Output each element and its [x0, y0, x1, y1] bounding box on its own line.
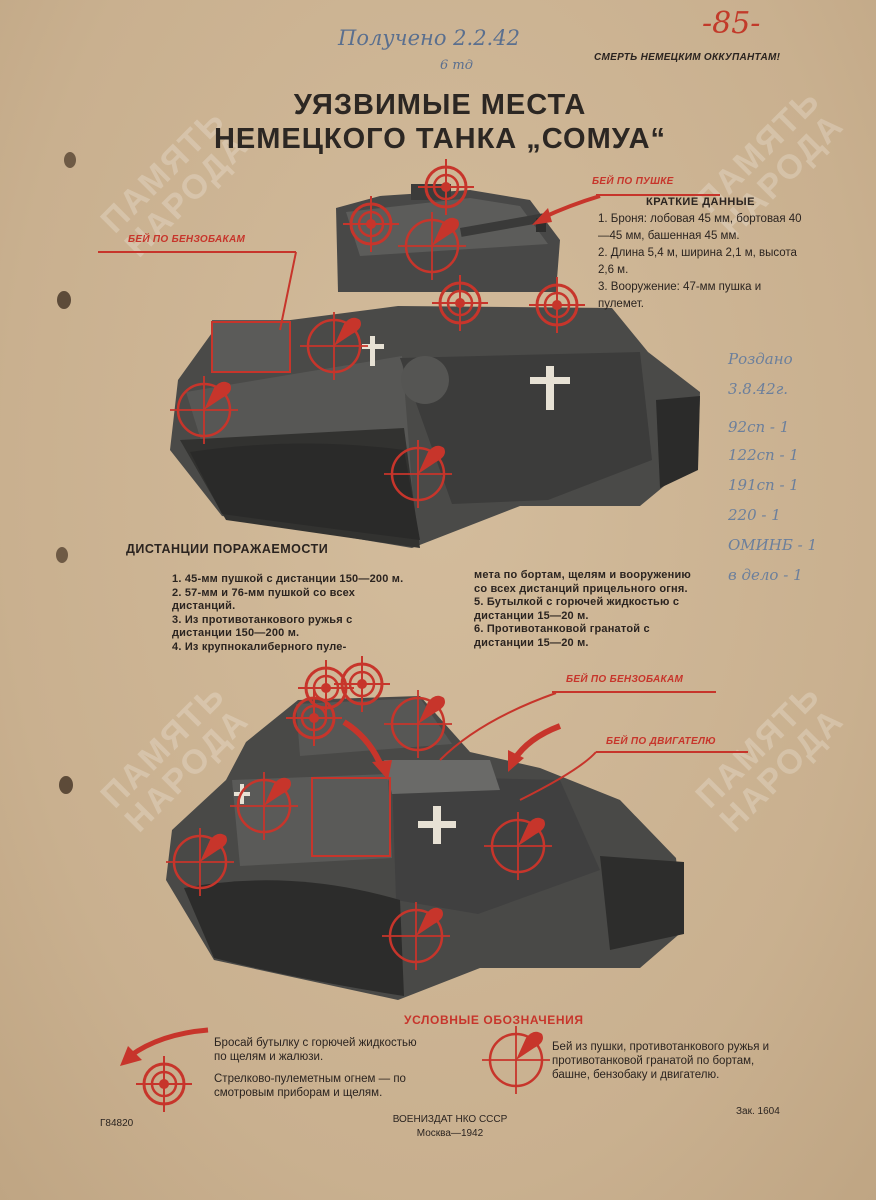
- handwritten-distribution-note: 220 - 1: [728, 506, 781, 524]
- distance-item: 2. 57-мм и 76-мм пушкой со всех дистанци…: [172, 586, 356, 613]
- slogan: СМЕРТЬ НЕМЕЦКИМ ОККУПАНТАМ!: [594, 52, 781, 63]
- print-code: Г84820: [100, 1118, 134, 1129]
- handwritten-unit-note: 6 тд: [440, 58, 473, 73]
- title-line-2: НЕМЕЦКОГО ТАНКА „СОМУА“: [213, 123, 667, 155]
- distances-title: ДИСТАНЦИИ ПОРАЖАЕМОСТИ: [126, 542, 329, 556]
- handwritten-distribution-note: Роздано: [728, 350, 793, 368]
- rifle-target-icon: [134, 1054, 194, 1114]
- order-number: Зак. 1604: [736, 1106, 780, 1117]
- punch-hole: [56, 547, 68, 563]
- label-hit-gun: БЕЙ ПО ПУШКЕ: [592, 176, 674, 187]
- punch-hole: [57, 291, 71, 309]
- tank-front-view: [170, 184, 700, 548]
- brief-data-item: 3. Вооружение: 47-мм пушка и пулемет.: [598, 281, 762, 310]
- handwritten-distribution-note: в дело - 1: [728, 566, 803, 584]
- legend-rifle-text: Стрелково-пулеметным огнем — по смотровы…: [214, 1073, 406, 1099]
- city-year: Москва—1942: [416, 1128, 484, 1139]
- handwritten-page-number: -85-: [702, 6, 761, 41]
- distance-item: 6. Противотанковой гранатой с дистанции …: [474, 623, 650, 649]
- label-hit-fuel-tanks-rear: БЕЙ ПО БЕНЗОБАКАМ: [566, 674, 684, 685]
- brief-data-block: КРАТКИЕ ДАННЫЕ 1. Броня: лобовая 45 мм, …: [598, 194, 803, 313]
- punch-hole: [64, 152, 76, 168]
- handwritten-received-note: Получено 2.2.42: [338, 26, 520, 50]
- title-line-1: УЯЗВИМЫЕ МЕСТА: [293, 89, 587, 121]
- distance-item: мета по бортам, щелям и вооружению со вс…: [474, 569, 692, 595]
- label-hit-fuel-tanks: БЕЙ ПО БЕНЗОБАКАМ: [128, 234, 246, 245]
- publisher: ВОЕНИЗДАТ НКО СССР: [392, 1114, 508, 1125]
- legend-bottle-text: Бросай бутылку с горючей жидкостью по ще…: [214, 1037, 417, 1063]
- brief-data-item: 1. Броня: лобовая 45 мм, бортовая 40—45 …: [598, 213, 802, 242]
- distance-item: 1. 45-мм пушкой с дистанции 150—200 м.: [172, 573, 404, 585]
- handwritten-distribution-note: ОМИНБ - 1: [728, 536, 817, 554]
- tank-rear-view: [166, 696, 684, 1000]
- distances-right-column: мета по бортам, щелям и вооружению со вс…: [474, 569, 706, 650]
- legend-gun-text: Бей из пушки, противотанкового ружья и п…: [552, 1041, 770, 1081]
- punch-hole: [59, 776, 73, 794]
- bottle-arrow-head-icon: [120, 1046, 142, 1066]
- handwritten-distribution-note: 92сп - 1: [728, 418, 790, 436]
- distance-item: 5. Бутылкой с горючей жидкостью с дистан…: [474, 596, 680, 622]
- legend-title: УСЛОВНЫЕ ОБОЗНАЧЕНИЯ: [404, 1013, 584, 1027]
- brief-data-item: 2. Длина 5,4 м, ширина 2,1 м, высота 2,6…: [598, 247, 797, 276]
- label-hit-engine: БЕЙ ПО ДВИГАТЕЛЮ: [606, 736, 716, 747]
- brief-data-header: КРАТКИЕ ДАННЫЕ: [646, 196, 755, 208]
- distances-left-column: 1. 45-мм пушкой с дистанции 150—200 м. 2…: [172, 573, 408, 654]
- distance-item: 3. Из противотанкового ружья с дистанции…: [172, 613, 353, 640]
- gun-legend-icon: [480, 1024, 552, 1096]
- handwritten-distribution-note: 122сп - 1: [728, 446, 799, 464]
- bottle-arrow-icon: [128, 1027, 209, 1059]
- handwritten-distribution-note: 191сп - 1: [728, 476, 799, 494]
- handwritten-distribution-note: 3.8.42г.: [728, 380, 789, 398]
- distance-item: 4. Из крупнокалиберного пуле-: [172, 640, 347, 653]
